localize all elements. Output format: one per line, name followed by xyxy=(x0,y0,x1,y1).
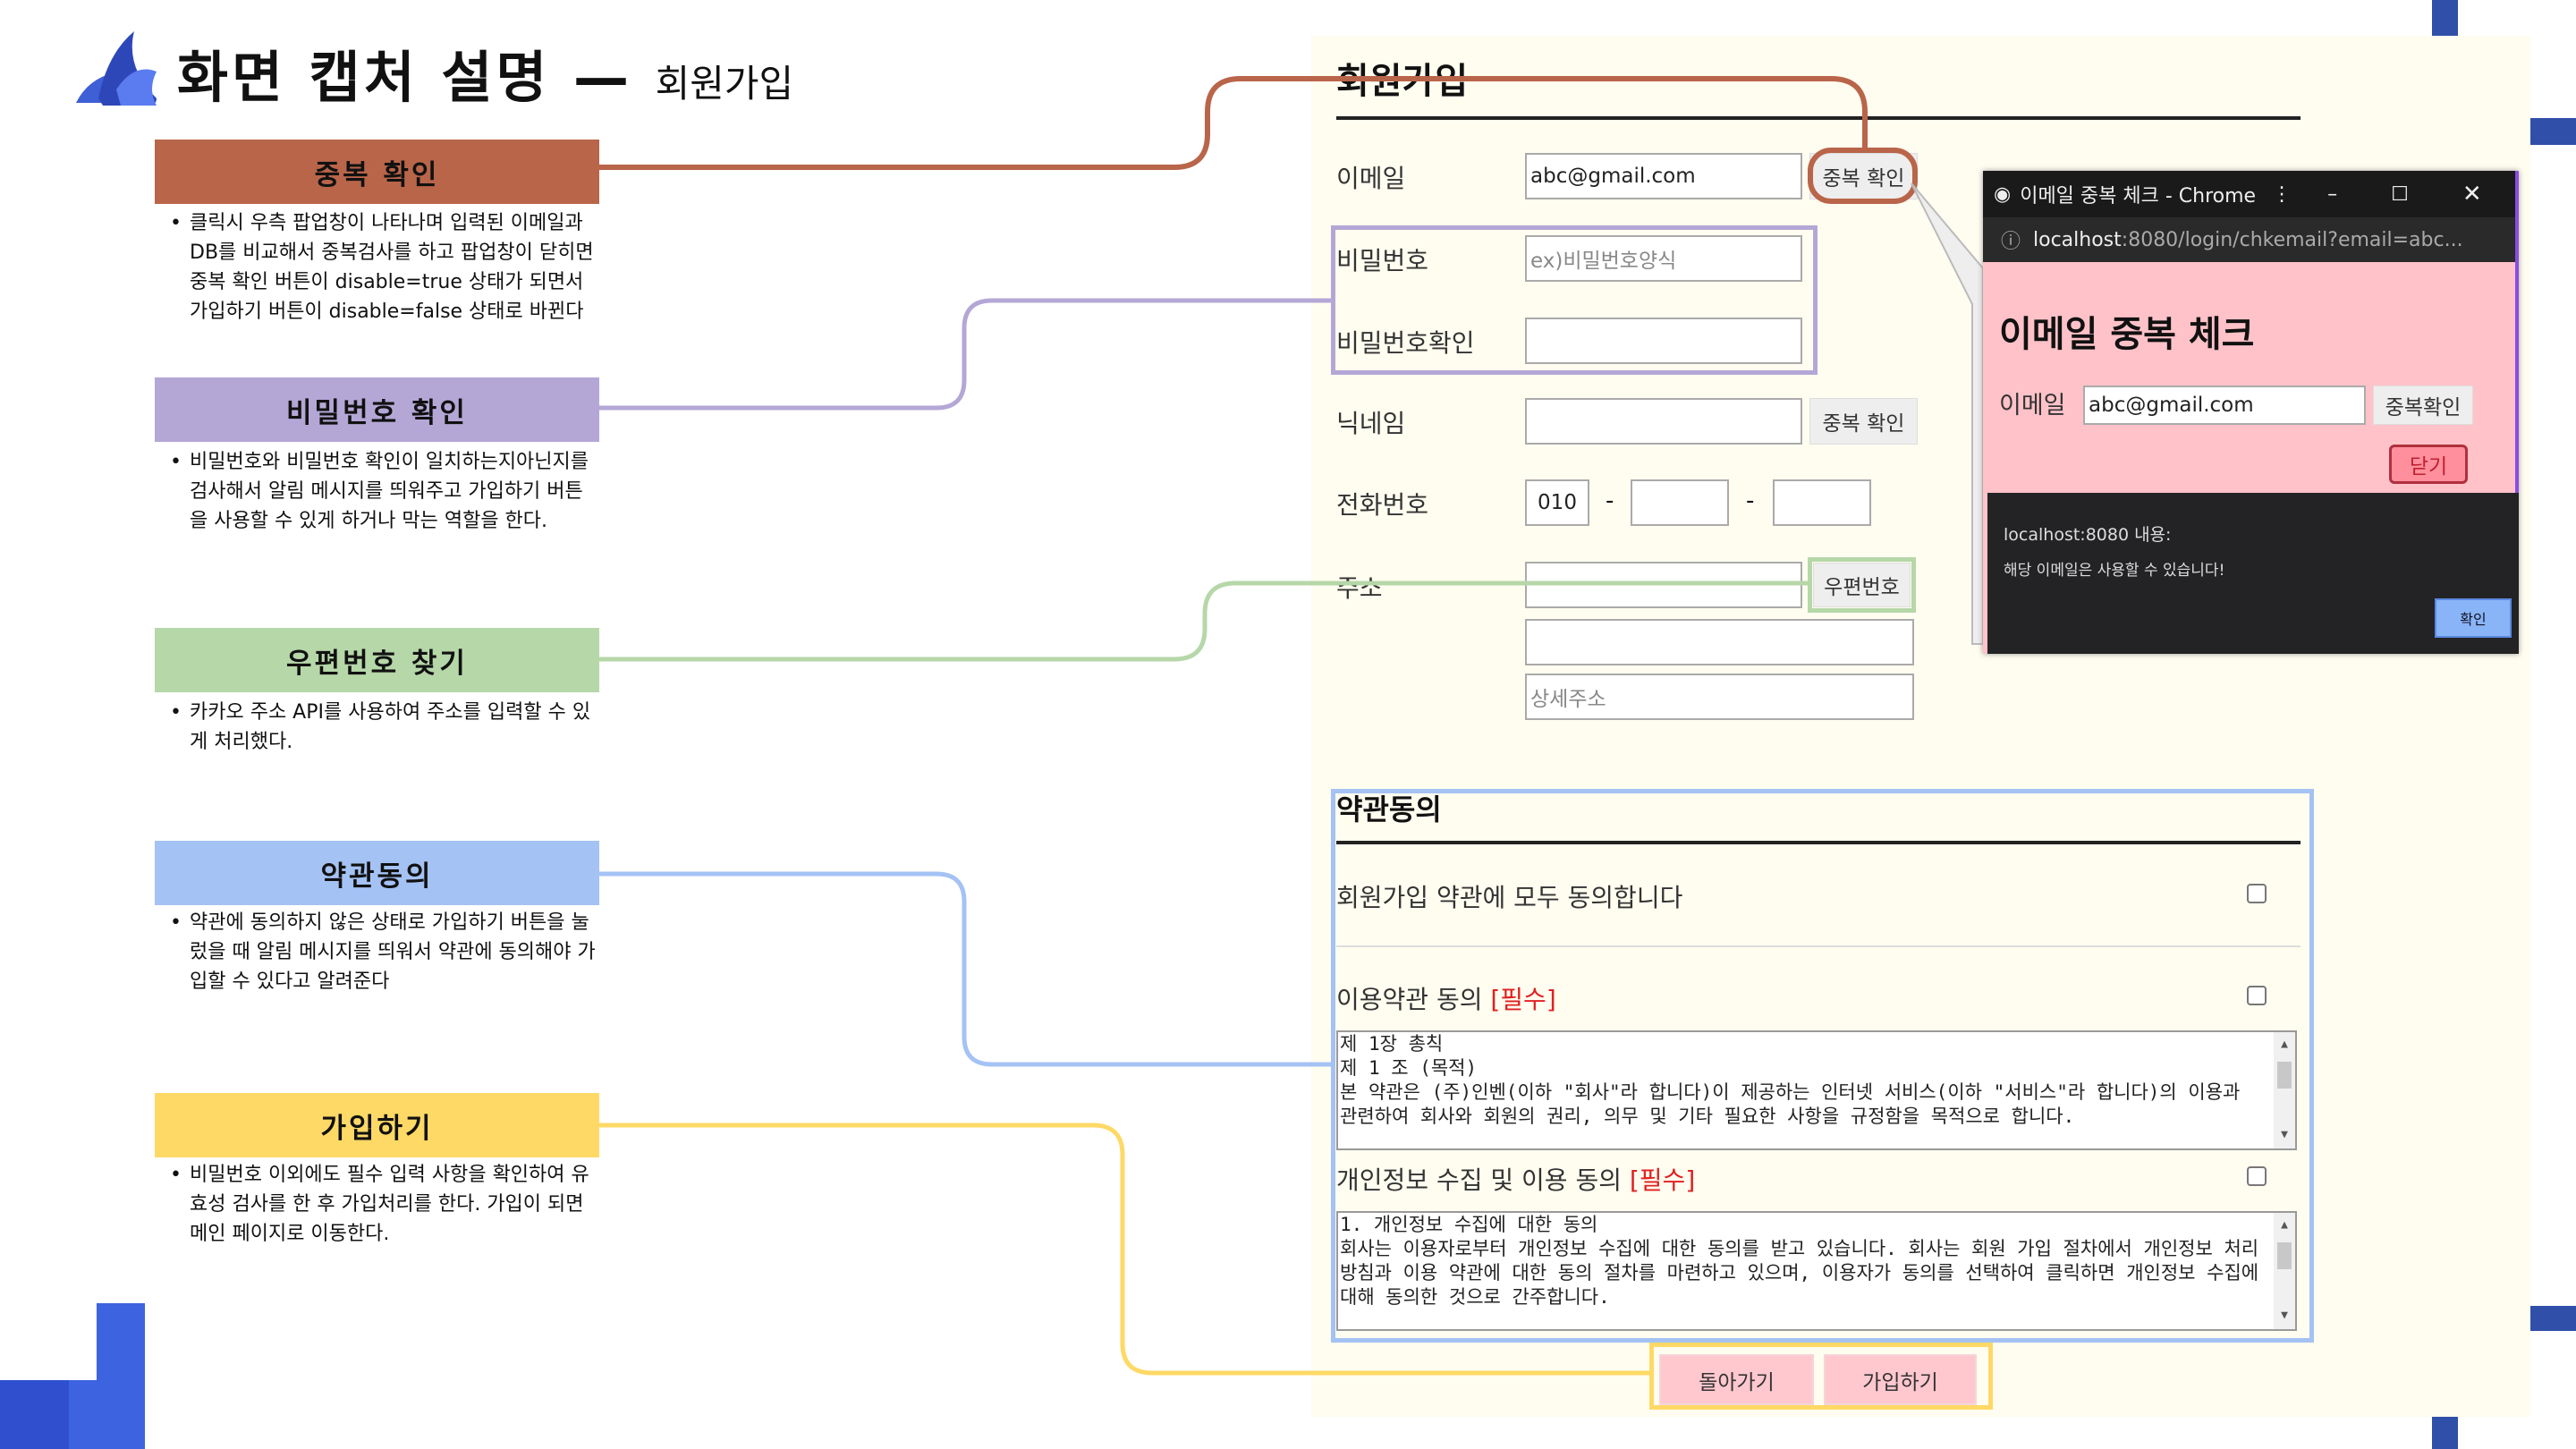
phone-part1-input[interactable]: 010 xyxy=(1525,479,1589,526)
password-label: 비밀번호 xyxy=(1336,246,1429,275)
email-input[interactable]: abc@gmail.com xyxy=(1525,153,1802,199)
connector-password xyxy=(599,298,1331,411)
popup-close-button[interactable]: 닫기 xyxy=(2389,445,2468,484)
phone-separator: - xyxy=(1606,487,1614,514)
zipcode-button[interactable]: 우편번호 xyxy=(1813,563,1911,607)
divider xyxy=(1336,841,2301,844)
agree-all-checkbox[interactable] xyxy=(2247,884,2267,903)
agree-all-label: 회원가입 약관에 모두 동의합니다 xyxy=(1336,883,1683,912)
section-text-join: 비밀번호 이외에도 필수 입력 사항을 확인하여 유효성 검사를 한 후 가입처… xyxy=(170,1160,599,1249)
privacy-label-text: 개인정보 수집 및 이용 동의 xyxy=(1336,1165,1622,1195)
alert-message: 해당 이메일은 사용할 수 있습니다! xyxy=(2004,562,2225,580)
section-text-terms: 약관에 동의하지 않은 상태로 가입하기 버튼을 눌렀을 때 알림 메시지를 띄… xyxy=(170,908,599,996)
logo-icon xyxy=(76,31,157,106)
divider xyxy=(1336,945,2301,947)
password-input[interactable]: ex)비밀번호양식 xyxy=(1525,235,1802,282)
phone-label: 전화번호 xyxy=(1336,490,1429,520)
privacy-text: 1. 개인정보 수집에 대한 동의 회사는 이용자로부터 개인정보 수집에 대한… xyxy=(1340,1214,2259,1308)
decor-bar xyxy=(2432,1417,2458,1449)
decor-corner xyxy=(0,1380,69,1449)
connector-zipcode xyxy=(599,580,1808,662)
required-tag: [필수] xyxy=(1629,1165,1696,1195)
popup-callout xyxy=(1911,182,1984,645)
tos-label: 이용약관 동의 [필수] xyxy=(1336,980,1556,1016)
info-icon: ⓘ xyxy=(2001,231,2021,253)
address-detail-input[interactable]: 상세주소 xyxy=(1525,674,1914,720)
nickname-check-button[interactable]: 중복 확인 xyxy=(1809,398,1918,445)
highlight-terms xyxy=(1331,789,2314,1343)
minimize-icon[interactable]: – xyxy=(2327,182,2338,206)
nickname-input[interactable] xyxy=(1525,398,1802,445)
tos-checkbox[interactable] xyxy=(2247,986,2267,1005)
popup-urlbar[interactable]: ⓘ localhost:8080/login/chkemail?email=ab… xyxy=(1983,217,2515,262)
address-label: 주소 xyxy=(1336,573,1383,603)
globe-icon: ◉ xyxy=(1994,182,2012,206)
title-subtitle: 회원가입 xyxy=(655,62,794,106)
connector-duplicate-check xyxy=(599,76,1868,170)
tos-label-text: 이용약관 동의 xyxy=(1336,985,1483,1014)
phone-part2-input[interactable] xyxy=(1631,479,1729,526)
decor-bar xyxy=(2530,118,2576,145)
scrollbar[interactable]: ▲▼ xyxy=(2274,1213,2295,1329)
section-header-join: 가입하기 xyxy=(155,1093,599,1157)
password-confirm-input[interactable] xyxy=(1525,318,1802,364)
menu-icon[interactable]: ⋮ xyxy=(2272,182,2292,206)
required-tag: [필수] xyxy=(1490,985,1556,1014)
popup-heading: 이메일 중복 체크 xyxy=(1999,314,2255,355)
connector-terms xyxy=(599,871,1331,1067)
tos-textarea[interactable]: 제 1장 총칙 제 1 조 (목적) 본 약관은 (주)인벤(이하 "회사"라 … xyxy=(1336,1030,2297,1150)
highlight-email-check xyxy=(1808,148,1918,204)
section-text-password: 비밀번호와 비밀번호 확인이 일치하는지아닌지를 검사해서 알림 메시지를 띄워… xyxy=(170,447,599,536)
password-confirm-label: 비밀번호확인 xyxy=(1336,328,1475,358)
back-button[interactable]: 돌아가기 xyxy=(1659,1354,1814,1405)
section-header-password: 비밀번호 확인 xyxy=(155,377,599,442)
tos-text: 제 1장 총칙 제 1 조 (목적) 본 약관은 (주)인벤(이하 "회사"라 … xyxy=(1340,1033,2241,1127)
connector-join xyxy=(599,1123,1649,1376)
popup-email-label: 이메일 xyxy=(1999,392,2066,419)
highlight-zipcode xyxy=(1808,557,1916,613)
privacy-checkbox[interactable] xyxy=(2247,1166,2267,1186)
nickname-label: 닉네임 xyxy=(1336,409,1406,438)
popup-check-button[interactable]: 중복확인 xyxy=(2373,386,2473,425)
section-text-zipcode: 카카오 주소 API를 사용하여 주소를 입력할 수 있게 처리했다. xyxy=(170,698,599,757)
privacy-textarea[interactable]: 1. 개인정보 수집에 대한 동의 회사는 이용자로부터 개인정보 수집에 대한… xyxy=(1336,1211,2297,1331)
email-label: 이메일 xyxy=(1336,164,1406,193)
popup-window-title: 이메일 중복 체크 - Chrome xyxy=(2020,185,2257,208)
maximize-icon[interactable]: ☐ xyxy=(2391,182,2409,206)
alert-title: localhost:8080 내용: xyxy=(2004,525,2172,545)
section-header-terms: 약관동의 xyxy=(155,841,599,905)
decor-corner xyxy=(0,1303,97,1380)
title-dash: — xyxy=(573,45,633,110)
alert-dialog: localhost:8080 내용: 해당 이메일은 사용할 수 있습니다! 확… xyxy=(1987,493,2519,654)
highlight-password xyxy=(1331,225,1818,375)
page-title: 화면 캡처 설명 — 회원가입 xyxy=(177,32,793,113)
section-text-duplicate-check: 클릭시 우측 팝업창이 나타나며 입력된 이메일과 DB를 비교해서 중복검사를… xyxy=(170,208,599,326)
url-path: :8080/login/chkemail?email=abc... xyxy=(2121,228,2463,251)
title-text: 화면 캡처 설명 xyxy=(177,45,551,110)
highlight-join xyxy=(1649,1343,1993,1410)
decor-bar xyxy=(2432,0,2458,36)
popup-titlebar: ◉ 이메일 중복 체크 - Chrome ⋮ – ☐ ✕ xyxy=(1983,171,2515,217)
alert-ok-button[interactable]: 확인 xyxy=(2435,598,2512,638)
terms-title: 약관동의 xyxy=(1336,792,1442,826)
join-button[interactable]: 가입하기 xyxy=(1824,1354,1977,1405)
phone-part3-input[interactable] xyxy=(1773,479,1871,526)
section-header-duplicate-check: 중복 확인 xyxy=(155,140,599,204)
scrollbar[interactable]: ▲▼ xyxy=(2274,1032,2295,1148)
decor-bar xyxy=(2530,1306,2576,1331)
address-input[interactable] xyxy=(1525,619,1914,665)
section-header-zipcode: 우편번호 찾기 xyxy=(155,628,599,692)
close-icon[interactable]: ✕ xyxy=(2462,181,2482,208)
popup-email-input[interactable]: abc@gmail.com xyxy=(2083,386,2366,425)
divider xyxy=(1336,116,2301,120)
url-host: localhost xyxy=(2033,228,2122,251)
privacy-label: 개인정보 수집 및 이용 동의 [필수] xyxy=(1336,1161,1695,1197)
phone-separator: - xyxy=(1746,487,1755,514)
